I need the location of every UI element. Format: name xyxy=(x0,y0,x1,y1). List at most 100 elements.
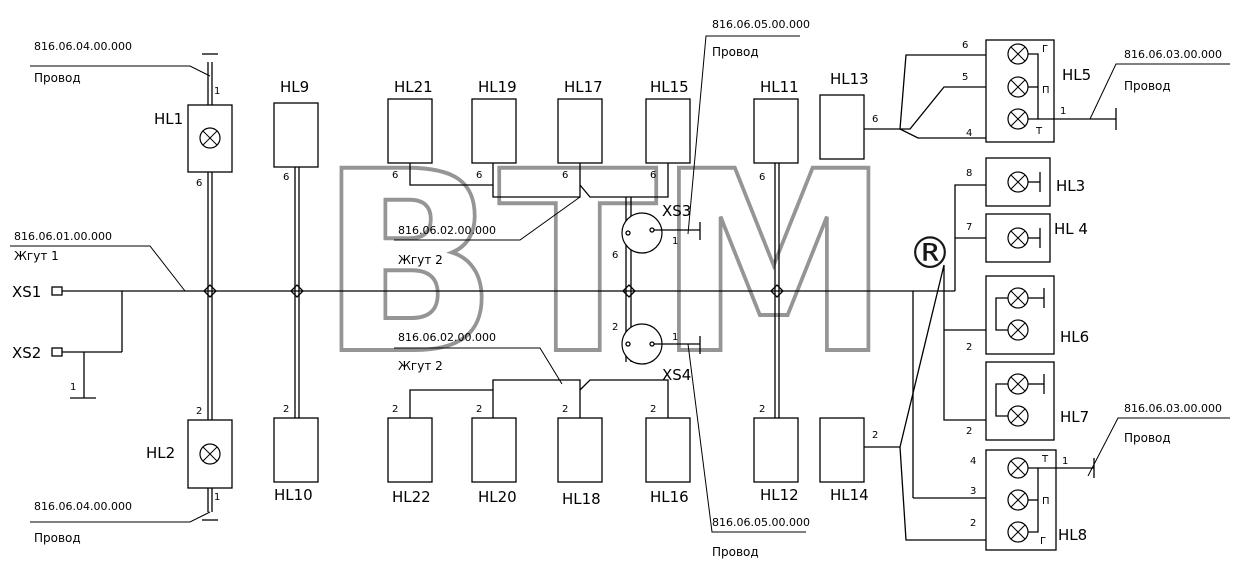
pin-label: 5 xyxy=(962,72,968,83)
connector-xs2: XS2 xyxy=(12,344,63,362)
lamp-hl1-label: HL1 xyxy=(154,110,183,128)
lamp-hl11: HL11 xyxy=(753,78,799,164)
pin-label: 2 xyxy=(283,404,289,415)
ref-zhgut-2-bottom-number: 816.06.02.00.000 xyxy=(398,331,496,344)
terminal-t: Т xyxy=(1035,126,1043,137)
lamp-hl1: HL1 xyxy=(154,104,233,173)
lamp-hl13-label: HL13 xyxy=(830,70,869,88)
lamp-hl10-label: HL10 xyxy=(274,486,313,504)
lamp-hl15-label: HL15 xyxy=(650,78,689,96)
pin-label: 6 xyxy=(562,170,568,181)
lamp-hl18-label: HL18 xyxy=(562,490,601,508)
ref-zhgut-2-top: 816.06.02.00.000 Жгут 2 xyxy=(394,196,581,267)
ref-provod-xs4-number: 816.06.05.00.000 xyxy=(712,516,810,529)
pin-label: 2 xyxy=(612,322,618,333)
pin-label: 1 xyxy=(1062,456,1068,467)
ref-provod-xs4: 816.06.05.00.000 Провод xyxy=(687,343,810,559)
pin-label: 6 xyxy=(283,172,289,183)
lamp-hl8: HL8 Т П Г 4 3 2 1 xyxy=(970,449,1095,551)
ref-provod-hl2-caption: Провод xyxy=(34,531,81,545)
lamp-hl19-label: HL19 xyxy=(478,78,517,96)
hl11-hl12-wire: 6 2 xyxy=(759,163,780,418)
ref-provod-hl2-number: 816.06.04.00.000 xyxy=(34,500,132,513)
lamp-hl13: HL13 6 xyxy=(819,54,986,160)
connector-xs4-label: XS4 xyxy=(662,366,691,384)
pin-label: 2 xyxy=(966,426,972,437)
lamp-hl14-label: HL14 xyxy=(830,486,869,504)
ref-provod-hl8-caption: Провод xyxy=(1124,431,1171,445)
pin-label: 1 xyxy=(214,492,220,503)
upper-lamp-group: HL21 HL19 HL17 HL15 6 6 6 6 xyxy=(387,78,691,198)
pin-label: 4 xyxy=(966,128,972,139)
terminal-g: Г xyxy=(1040,536,1046,547)
ref-zhgut-2-top-caption: Жгут 2 xyxy=(398,253,443,267)
ground-wire: 1 xyxy=(70,352,96,399)
lamp-hl3: HL3 8 xyxy=(966,157,1085,207)
pin-label: 7 xyxy=(966,222,972,233)
ref-provod-hl8: 816.06.03.00.000 Провод xyxy=(1087,402,1230,477)
pin-label: 6 xyxy=(650,170,656,181)
terminal-p: П xyxy=(1042,496,1050,507)
lamp-hl21-label: HL21 xyxy=(394,78,433,96)
ref-provod-hl5: 816.06.03.00.000 Провод xyxy=(1089,48,1230,120)
ref-zhgut-2-top-number: 816.06.02.00.000 xyxy=(398,224,496,237)
ref-provod-hl1-number: 816.06.04.00.000 xyxy=(34,40,132,53)
terminal-t: Т xyxy=(1041,454,1049,465)
ref-provod-hl5-caption: Провод xyxy=(1124,79,1171,93)
pin-label: 6 xyxy=(872,114,878,125)
pin-label: 2 xyxy=(476,404,482,415)
watermark-registered-mark: ® xyxy=(908,228,952,279)
ref-provod-hl5-number: 816.06.03.00.000 xyxy=(1124,48,1222,61)
pin-label: 6 xyxy=(759,172,765,183)
pin-label: 1 xyxy=(1060,106,1066,117)
lower-lamp-group: HL22 HL20 HL18 HL16 2 2 2 2 xyxy=(387,379,691,508)
pin-label: 6 xyxy=(476,170,482,181)
lamp-hl5: HL5 Г П Т 6 5 4 1 xyxy=(962,39,1117,143)
ref-provod-xs3: 816.06.05.00.000 Провод xyxy=(687,18,810,235)
watermark-logo: BTM xyxy=(320,118,890,409)
pin-label: 1 xyxy=(70,382,76,393)
terminal-p: П xyxy=(1042,85,1050,96)
ref-provod-hl1: 816.06.04.00.000 Провод xyxy=(30,40,211,85)
pin-label: 2 xyxy=(966,342,972,353)
pin-label: 6 xyxy=(392,170,398,181)
pin-label: 2 xyxy=(872,430,878,441)
ref-provod-hl1-caption: Провод xyxy=(34,71,81,85)
pin-label: 1 xyxy=(672,236,678,247)
lamp-hl4: HL 4 7 xyxy=(966,213,1088,263)
lamp-hl2-label: HL2 xyxy=(146,444,175,462)
lamp-hl20-label: HL20 xyxy=(478,488,517,506)
pin-label: 6 xyxy=(612,250,618,261)
ref-provod-hl8-number: 816.06.03.00.000 xyxy=(1124,402,1222,415)
lamp-hl7: HL7 2 xyxy=(966,361,1089,441)
pin-label: 2 xyxy=(562,404,568,415)
hl1-hl2-wire: 1 6 2 1 xyxy=(196,53,220,521)
lamp-hl12-label: HL12 xyxy=(760,486,799,504)
lamp-hl7-label: HL7 xyxy=(1060,408,1089,426)
pin-label: 2 xyxy=(650,404,656,415)
main-harness xyxy=(62,184,986,499)
lamp-hl12: HL12 xyxy=(753,417,799,504)
lamp-hl14: HL14 2 xyxy=(819,264,986,541)
lamp-hl8-label: HL8 xyxy=(1058,526,1087,544)
lamp-hl4-label: HL 4 xyxy=(1054,220,1088,238)
connector-xs3-label: XS3 xyxy=(662,202,691,220)
lamp-hl17-label: HL17 xyxy=(564,78,603,96)
lamp-hl22-label: HL22 xyxy=(392,488,431,506)
pin-label: 2 xyxy=(759,404,765,415)
connector-xs2-label: XS2 xyxy=(12,344,41,362)
connector-xs1-label: XS1 xyxy=(12,283,41,301)
pin-label: 3 xyxy=(970,486,976,497)
hl9-hl10-wire: 6 2 xyxy=(283,167,300,418)
lamp-hl16-label: HL16 xyxy=(650,488,689,506)
ref-provod-xs3-caption: Провод xyxy=(712,45,759,59)
ref-zhgut-1: 816.06.01.00.000 Жгут 1 xyxy=(10,230,186,292)
pin-label: 2 xyxy=(196,406,202,417)
lamp-hl2: HL2 xyxy=(146,419,233,489)
ref-zhgut-1-caption: Жгут 1 xyxy=(14,249,59,263)
lamp-hl3-label: HL3 xyxy=(1056,177,1085,195)
lamp-hl6-label: HL6 xyxy=(1060,328,1089,346)
pin-label: 1 xyxy=(214,86,220,97)
ref-provod-xs3-number: 816.06.05.00.000 xyxy=(712,18,810,31)
lamp-hl9: HL9 xyxy=(273,78,319,168)
